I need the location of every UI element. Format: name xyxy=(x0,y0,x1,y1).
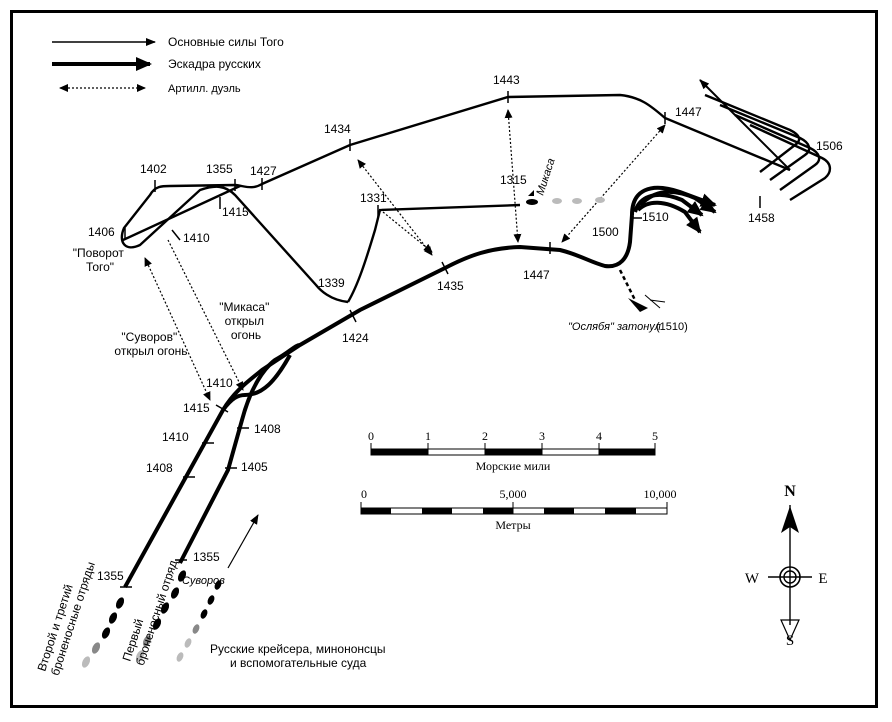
russian-time: 1415 xyxy=(183,401,210,415)
russian-time: 1408 xyxy=(146,461,173,475)
russian-time: 1355 xyxy=(97,569,124,583)
nautical-tick: 0 xyxy=(368,429,374,443)
artillery-duels xyxy=(144,109,666,401)
russian-time: 1410 xyxy=(206,376,233,390)
togo-time: 1355 xyxy=(206,162,233,176)
nautical-title: Морские мили xyxy=(476,459,551,473)
suvorov-fire-label: "Суворов" открыл огонь xyxy=(114,330,187,358)
compass-south: S xyxy=(786,633,794,649)
legend-togo-label: Основные силы Того xyxy=(168,35,284,49)
togo-time: 1427 xyxy=(250,164,277,178)
togo-time: 1443 xyxy=(493,73,520,87)
legend-duel-label: Артилл. дуэль xyxy=(168,83,241,95)
russian-time: 1410 xyxy=(162,430,189,444)
togo-time: 1406 xyxy=(88,225,115,239)
togo-time: 1402 xyxy=(140,162,167,176)
suvorov-label: Суворов xyxy=(182,575,225,587)
togo-track xyxy=(120,79,832,304)
togo-time: 1458 xyxy=(748,211,775,225)
togo-time: 1331 xyxy=(360,191,387,205)
nautical-tick: 5 xyxy=(652,429,658,443)
compass-north: N xyxy=(784,483,796,500)
mikasa-label: Микаса xyxy=(534,157,557,197)
compass-west: W xyxy=(745,571,760,587)
nautical-tick: 3 xyxy=(539,429,545,443)
nautical-tick: 4 xyxy=(596,429,602,443)
nautical-scale: 0 1 2 3 4 5 Морские мили xyxy=(368,429,658,473)
nautical-tick: 1 xyxy=(425,429,431,443)
togo-time: 1339 xyxy=(318,276,345,290)
russian-time: 1435 xyxy=(437,279,464,293)
russian-ships xyxy=(81,514,259,668)
russian-time: 1500 xyxy=(592,225,619,239)
oslyabya-time-label: (1510) xyxy=(656,321,688,333)
togo-time: 1415 xyxy=(222,205,249,219)
meters-scale: 0 5,000 10,000 Метры xyxy=(360,487,677,532)
russian-time: 1405 xyxy=(241,460,268,474)
cruisers-label: Русские крейсера, минононсцы и вспомогат… xyxy=(210,642,389,670)
mikasa-marker: Микаса xyxy=(526,157,605,205)
oslyabya-track xyxy=(618,269,637,301)
meters-tick: 5,000 xyxy=(500,487,527,501)
togo-times: 1402 1355 1427 1434 1443 1447 1506 1458 … xyxy=(88,73,843,290)
togo-turn-label: "Поворот Того" xyxy=(73,246,127,274)
russian-time: 1408 xyxy=(254,422,281,436)
meters-title: Метры xyxy=(495,518,530,532)
togo-time: 1447 xyxy=(675,105,702,119)
togo-turn-line2: Того" xyxy=(86,260,114,274)
togo-time: 1506 xyxy=(816,139,843,153)
russian-time: 1510 xyxy=(642,210,669,224)
nautical-tick: 2 xyxy=(482,429,488,443)
meters-tick: 0 xyxy=(361,487,367,501)
togo-time: 1434 xyxy=(324,122,351,136)
russian-time: 1447 xyxy=(523,268,550,282)
first-detachment-label: Первый броненосный отряд xyxy=(120,554,181,667)
oslyabya-wreck xyxy=(628,294,666,312)
russian-time: 1424 xyxy=(342,331,369,345)
togo-time: 1410 xyxy=(183,231,210,245)
togo-turn-line1: "Поворот xyxy=(73,246,125,260)
oslyabya-sunk-label: "Ослябя" затонул xyxy=(568,321,661,333)
russian-time: 1355 xyxy=(193,550,220,564)
legend-russian-label: Эскадра русских xyxy=(168,57,261,71)
mikasa-fire-label: "Микаса" открыл огонь xyxy=(219,300,272,342)
meters-tick: 10,000 xyxy=(644,487,677,501)
compass-east: E xyxy=(818,571,827,587)
compass-rose: N S W E xyxy=(745,483,828,649)
legend: Основные силы Того Эскадра русских Артил… xyxy=(52,35,284,95)
